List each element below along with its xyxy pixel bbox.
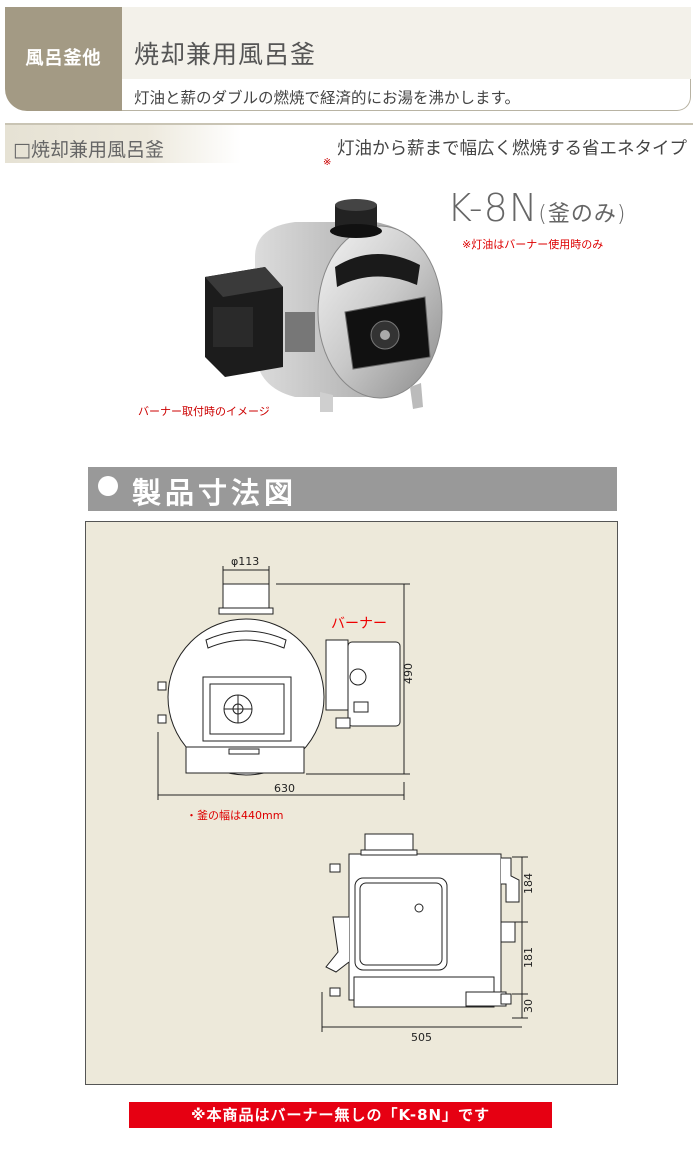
- page-title: 焼却兼用風呂釜: [134, 40, 317, 69]
- fuel-note: ※灯油はバーナー使用時のみ: [462, 238, 604, 251]
- side-dim-top: 184: [522, 873, 535, 894]
- category-box: 風呂釜他: [5, 7, 122, 111]
- height-label: 490: [402, 663, 415, 684]
- burner-label: バーナー: [331, 616, 387, 632]
- section-bar: □焼却兼用風呂釜 灯油から薪まで幅広く燃焼する省エネタイプ ※: [5, 123, 693, 168]
- subtitle-strip: 灯油と薪のダブルの燃焼で経済的にお湯を沸かします。: [122, 79, 691, 111]
- image-caption: バーナー取付時のイメージ: [138, 405, 270, 418]
- dimension-drawing-panel: φ113 490 630 ・釜の幅は440mm バーナー 184 181 30 …: [85, 521, 618, 1085]
- dimension-drawing: φ113 490 630 ・釜の幅は440mm バーナー 184 181 30 …: [157, 555, 535, 1044]
- product-image: [205, 199, 443, 412]
- width-note: ・釜の幅は440mm: [186, 808, 283, 822]
- section-bar-fill: [5, 123, 241, 163]
- dimension-title: 製品寸法図: [132, 476, 298, 510]
- page-subtitle: 灯油と薪のダブルの燃焼で経済的にお湯を沸かします。: [134, 89, 520, 107]
- model-suffix: (釜のみ): [538, 202, 627, 227]
- model-name: K-8N(釜のみ): [447, 186, 626, 230]
- width-label: 630: [274, 782, 295, 795]
- product-notice: ※本商品はバーナー無しの「K-8N」です: [129, 1102, 552, 1128]
- page-header: 風呂釜他 焼却兼用風呂釜 灯油と薪のダブルの燃焼で経済的にお湯を沸かします。: [5, 7, 691, 111]
- side-depth-label: 505: [411, 1031, 432, 1044]
- model-number: K-8N: [447, 186, 539, 230]
- bullet-dot: [98, 476, 118, 496]
- section-title: □焼却兼用風呂釜: [13, 139, 164, 161]
- section-bar-line: [5, 123, 693, 125]
- side-dim-mid: 181: [522, 947, 535, 968]
- category-label: 風呂釜他: [25, 48, 102, 69]
- dimension-header: 製品寸法図: [88, 467, 617, 511]
- pipe-diameter-label: φ113: [231, 555, 259, 568]
- title-strip: 焼却兼用風呂釜: [122, 7, 691, 79]
- section-tagline: 灯油から薪まで幅広く燃焼する省エネタイプ: [337, 139, 687, 159]
- tagline-footnote-mark: ※: [323, 157, 332, 168]
- side-dim-bottom: 30: [522, 999, 535, 1013]
